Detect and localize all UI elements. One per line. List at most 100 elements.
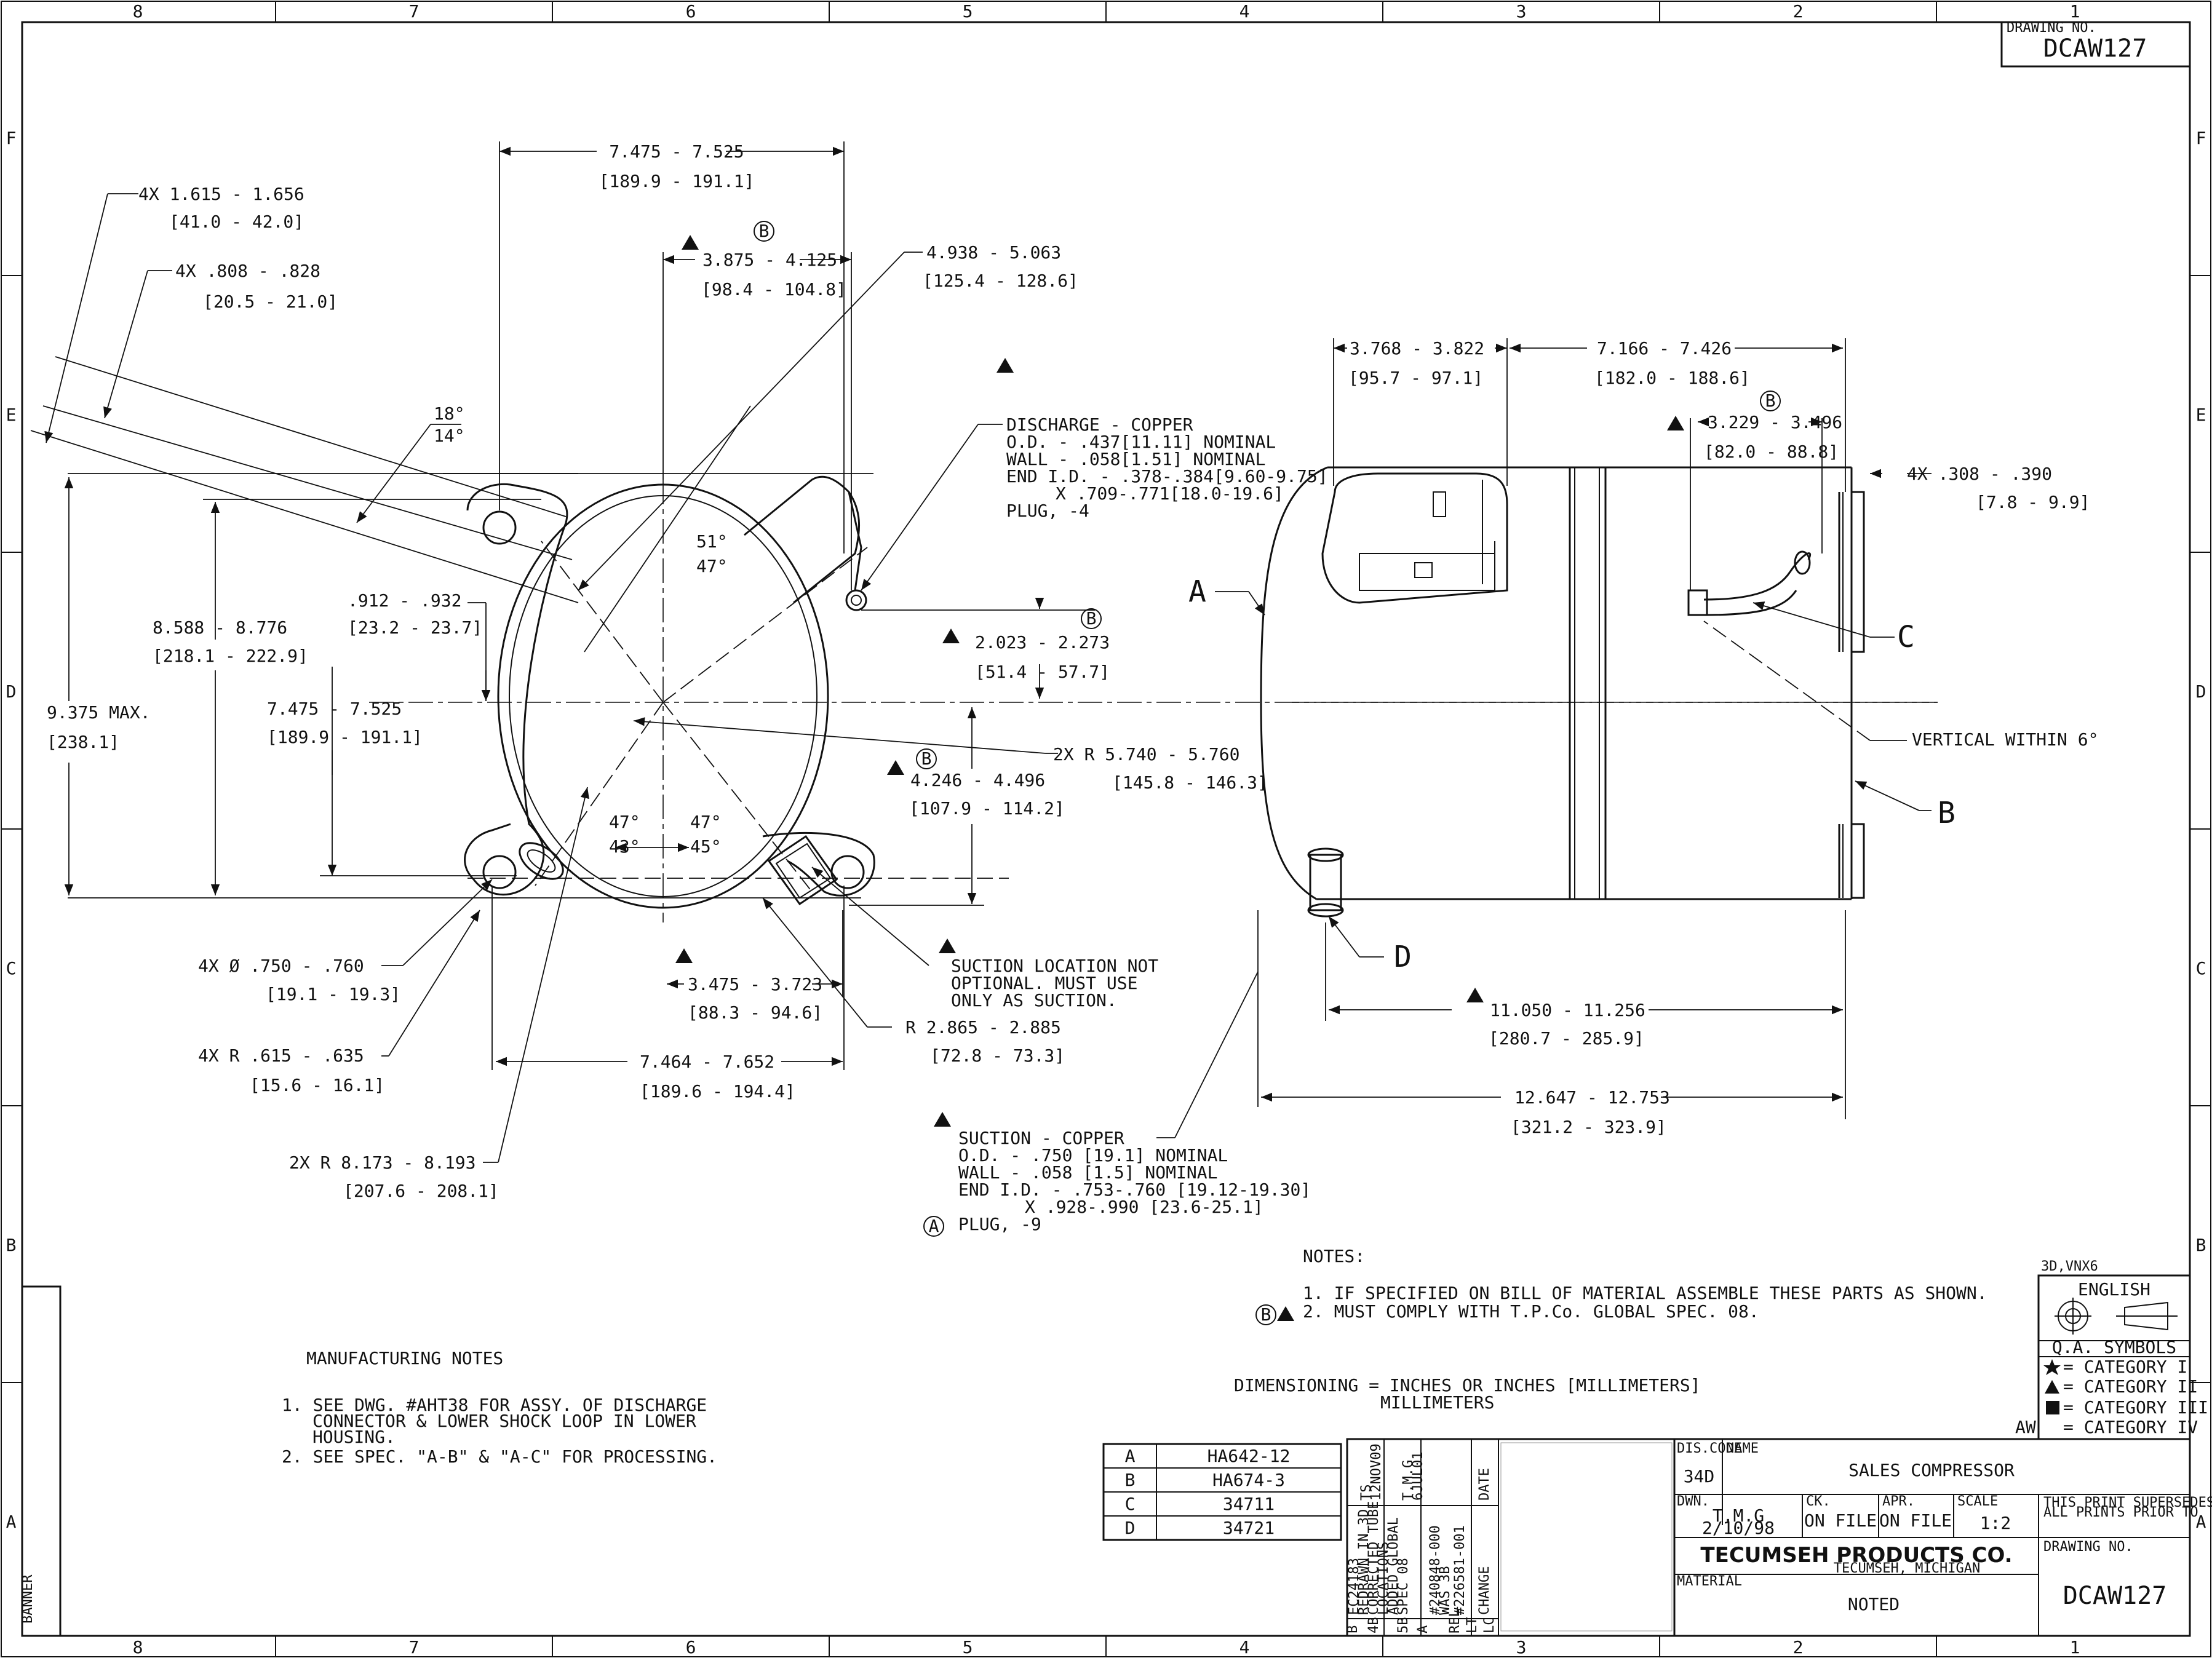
dim-12647-mm: [321.2 - 323.9]: [1511, 1117, 1666, 1137]
mount-hole: [482, 855, 517, 889]
svg-text:T.M.G: T.M.G: [1401, 1460, 1416, 1501]
col-label: 4: [1239, 1637, 1250, 1657]
dim-3229-mm: [82.0 - 88.8]: [1704, 442, 1839, 462]
drawing-number: DCAW127: [2063, 1582, 2167, 1610]
parts-key: B: [1125, 1470, 1136, 1490]
dim-height-max-mm: [238.1]: [47, 732, 119, 752]
svg-text:WAS 3B: WAS 3B: [1438, 1566, 1453, 1615]
dim-suction-x: 3.475 - 3.723: [688, 974, 822, 994]
svg-text:A: A: [929, 1216, 939, 1236]
svg-text:CORRECTED TUBE: CORRECTED TUBE: [1366, 1501, 1382, 1615]
dim-308-mm: [7.8 - 9.9]: [1976, 492, 2090, 512]
drawing-number-top: DRAWING NO. DCAW127: [2000, 20, 2191, 68]
category-triangle-icon: [682, 235, 699, 250]
qa-symbols: 3D,VNX6 ENGLISH Q.A. SYMBOLS = CATEGORY …: [2037, 1259, 2208, 1440]
parts-key: A: [1125, 1446, 1136, 1466]
suction-port: [1309, 854, 1342, 911]
company-city: TECUMSEH, MICHIGAN: [1834, 1561, 1980, 1576]
svg-text:SUCTION - COPPER: SUCTION - COPPER: [958, 1128, 1124, 1148]
category-triangle-icon: [887, 760, 904, 775]
col-label: 7: [409, 1, 420, 22]
suction-location-note: SUCTION LOCATION NOT OPTIONAL. MUST USE …: [951, 956, 1158, 1010]
col-label: 1: [2070, 1637, 2080, 1657]
dim-3768: 3.768 - 3.822: [1350, 338, 1484, 359]
svg-text:T.M.G: T.M.G: [1713, 1505, 1764, 1526]
parts-table: A HA642-12 B HA674-3 C 34711 D 34721: [1102, 1443, 1342, 1541]
notes: NOTES: 1. IF SPECIFIED ON BILL OF MATERI…: [1303, 1246, 1987, 1322]
row-label: B: [2196, 1235, 2206, 1255]
dimensioning: DIMENSIONING = INCHES OR INCHES [MILLIME…: [1234, 1375, 1701, 1413]
svg-text:B: B: [1765, 391, 1776, 411]
dim-angle-18: 18°: [434, 403, 465, 424]
svg-text:END I.D. - .378-.384[9.60-9.75: END I.D. - .378-.384[9.60-9.75]: [1006, 466, 1328, 486]
parts-key: C: [1125, 1494, 1136, 1514]
parts-number: HA642-12: [1207, 1446, 1291, 1466]
col-label: 3: [1516, 1637, 1527, 1657]
dim-corner-r: 4X R .615 - .635: [198, 1045, 364, 1066]
svg-text:WALL - .058 [1.5] NOMINAL: WALL - .058 [1.5] NOMINAL: [958, 1162, 1217, 1183]
note-2: 2. MUST COMPLY WITH T.P.Co. GLOBAL SPEC.…: [1303, 1301, 1759, 1322]
material-value: NOTED: [1848, 1594, 1900, 1614]
side-view-dimensions: [1215, 338, 1932, 1119]
mfg-title: MANUFACTURING NOTES: [306, 1348, 503, 1368]
dim-4246: 4.246 - 4.496: [910, 770, 1045, 790]
dim-hole-dia: 4X Ø .750 - .760: [198, 956, 364, 976]
dim-angle-51: 51°: [696, 531, 728, 552]
dim-angle-b3: 47°: [690, 812, 722, 832]
dim-height-2: 7.475 - 7.525: [267, 699, 402, 719]
parts-key: D: [1125, 1518, 1136, 1538]
svg-text:LC: LC: [1482, 1617, 1497, 1634]
note-1: 1. IF SPECIFIED ON BILL OF MATERIAL ASSE…: [1303, 1283, 1987, 1303]
dim-angle-b4: 45°: [690, 836, 722, 857]
dim-mount-1: 4X 1.615 - 1.656: [138, 184, 304, 204]
row-label: A: [6, 1512, 17, 1532]
svg-text:O.D. - .437[11.11] NOMINAL: O.D. - .437[11.11] NOMINAL: [1006, 432, 1276, 452]
dim-b-top: 3.875 - 4.125: [702, 250, 837, 270]
svg-text:X .928-.990 [23.6-25.1]: X .928-.990 [23.6-25.1]: [1025, 1197, 1263, 1217]
material-label: MATERIAL: [1677, 1574, 1742, 1589]
star-icon: [2043, 1359, 2061, 1375]
category-triangle-icon: [934, 1112, 951, 1127]
dim-height-1-mm: [218.1 - 222.9]: [153, 646, 308, 666]
dim-912-mm: [23.2 - 23.7]: [348, 617, 482, 638]
proprietary-fine-print: [1500, 1442, 1673, 1632]
svg-text:#240848-000: #240848-000: [1428, 1525, 1443, 1615]
dim-height-max: 9.375 MAX.: [47, 702, 151, 723]
side-view: [1260, 466, 1938, 918]
svg-text:B: B: [1261, 1304, 1271, 1325]
col-label: 1: [2070, 1, 2080, 22]
col-label: 4: [1239, 1, 1250, 22]
svg-text:5B: 5B: [1396, 1617, 1411, 1634]
category-triangle-icon: [997, 358, 1014, 373]
dim-r2865: R 2.865 - 2.885: [905, 1017, 1061, 1037]
svg-text:DIMENSIONING = INCHES: DIMENSIONING = INCHES OR INCHES [MILLIME…: [1234, 1375, 1701, 1395]
parts-number: 34711: [1223, 1494, 1275, 1514]
svg-text:WALL - .058[1.51] NOMINAL: WALL - .058[1.51] NOMINAL: [1006, 449, 1265, 469]
dim-big-r-mm: [207.6 - 208.1]: [343, 1181, 499, 1201]
name-label: NAME: [1726, 1441, 1759, 1456]
svg-text:DCAW127: DCAW127: [2043, 34, 2147, 63]
dim-top-width: 7.475 - 7.525: [609, 141, 744, 162]
dim-hole-dia-mm: [19.1 - 19.3]: [266, 984, 400, 1004]
dim-r2865-mm: [72.8 - 73.3]: [930, 1045, 1065, 1066]
dim-912: .912 - .932: [348, 590, 461, 611]
dim-height-1: 8.588 - 8.776: [153, 617, 287, 638]
dim-2x-radius: 2X R 5.740 - 5.760: [1053, 744, 1239, 764]
dim-suction-x-mm: [88.3 - 94.6]: [688, 1002, 822, 1023]
col-label: 3: [1516, 1, 1527, 22]
dim-3768-mm: [95.7 - 97.1]: [1348, 368, 1483, 388]
dim-bottom-width: 7.464 - 7.652: [640, 1052, 774, 1072]
dwn-label: DWN.: [1677, 1494, 1709, 1509]
circle-b-icon: [1081, 608, 1102, 629]
col-label: 5: [963, 1637, 973, 1657]
row-label: E: [2196, 405, 2206, 425]
discharge-tube-icon: [845, 589, 867, 611]
row-label: D: [6, 681, 17, 702]
dim-11050: 11.050 - 11.256: [1490, 1000, 1645, 1020]
dim-2x-radius-mm: [145.8 - 146.3]: [1112, 772, 1268, 793]
dim-7166-mm: [182.0 - 188.6]: [1594, 368, 1750, 388]
qa-cat-2: = CATEGORY II: [2063, 1376, 2198, 1397]
shell-dome: [1260, 466, 1328, 900]
svg-text:PLUG, -9: PLUG, -9: [958, 1214, 1041, 1234]
